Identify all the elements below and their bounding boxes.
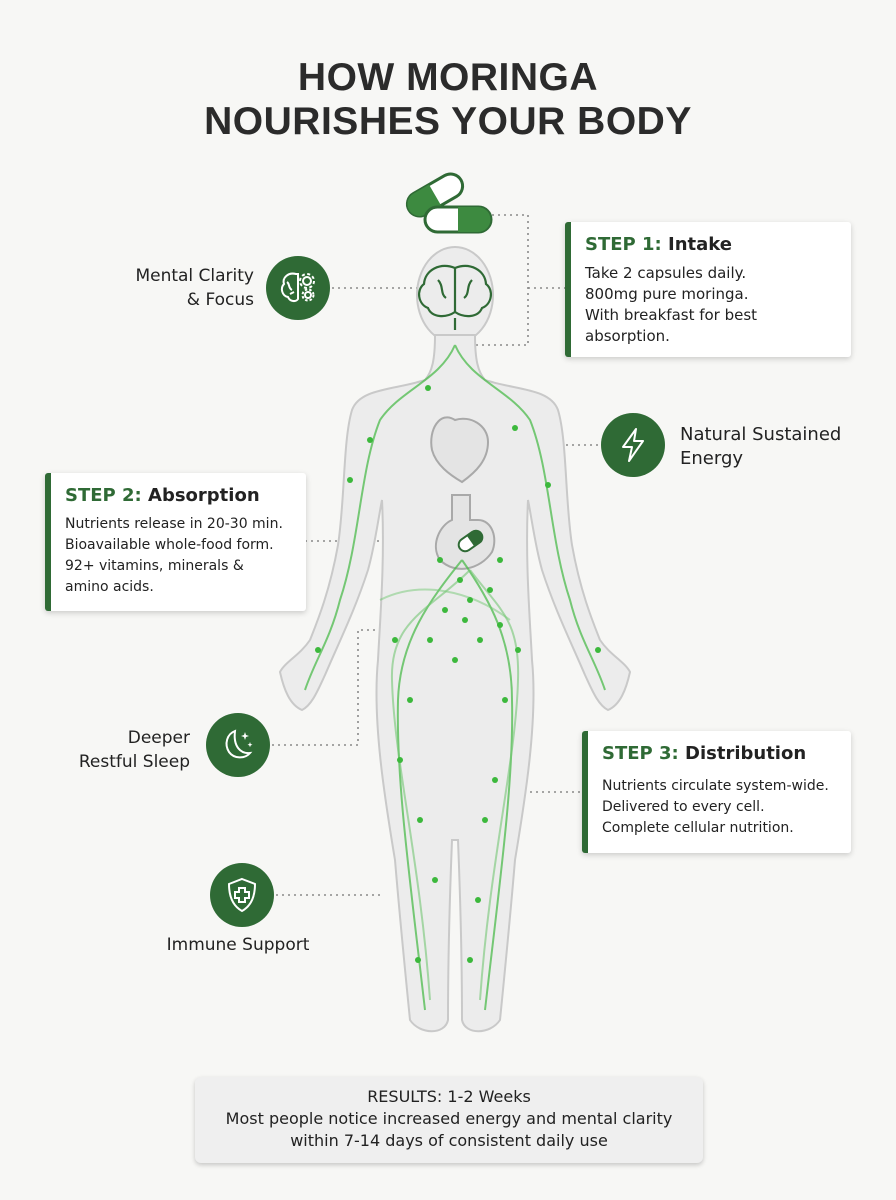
lightning-icon (601, 413, 665, 477)
nutrient-dot (497, 557, 503, 563)
nutrient-dot (392, 637, 398, 643)
nutrient-dot (512, 425, 518, 431)
step1-name: Intake (668, 234, 732, 255)
benefit-sleep-label: Deeper Restful Sleep (79, 726, 190, 774)
nutrient-dot (595, 647, 601, 653)
benefit-line: Deeper (127, 728, 190, 748)
moon-stars-icon (206, 713, 270, 777)
title-line-2: NOURISHES YOUR BODY (204, 100, 692, 143)
nutrient-dot (367, 437, 373, 443)
nutrient-dot (545, 482, 551, 488)
step2-heading: STEP 2: Absorption (65, 485, 292, 506)
connector-lines (272, 214, 600, 896)
page-title: HOW MORINGA NOURISHES YOUR BODY (0, 56, 896, 144)
nutrient-dot (457, 577, 463, 583)
nutrient-dot (467, 597, 473, 603)
nutrient-dot (427, 637, 433, 643)
nutrient-dot (475, 897, 481, 903)
step1-line: With breakfast for best (585, 306, 758, 324)
benefit-line: Mental Clarity (135, 266, 254, 286)
step3-line: Nutrients circulate system-wide. (602, 778, 829, 794)
results-line-1: Most people notice increased energy and … (225, 1109, 673, 1128)
nutrient-dot (487, 587, 493, 593)
step2-text: Nutrients release in 20-30 min. Bioavail… (65, 514, 292, 598)
connector-capsule (460, 214, 529, 346)
step1-card: STEP 1: Intake Take 2 capsules daily. 80… (565, 222, 851, 357)
step1-number: STEP 1: (585, 234, 662, 255)
brain-gear-icon (266, 256, 330, 320)
step2-line: 92+ vitamins, minerals & (65, 558, 244, 574)
results-heading: RESULTS: 1-2 Weeks (367, 1087, 531, 1106)
nutrient-dot (415, 957, 421, 963)
results-banner: RESULTS: 1-2 Weeks Most people notice in… (195, 1077, 703, 1163)
organs (430, 416, 496, 570)
nutrient-dot (417, 817, 423, 823)
step1-heading: STEP 1: Intake (585, 234, 837, 255)
nutrient-dot (315, 647, 321, 653)
shield-cross-icon (210, 863, 274, 927)
nutrient-particles (315, 385, 601, 963)
step1-line: absorption. (585, 327, 670, 345)
title-line-1: HOW MORINGA (297, 56, 599, 99)
nutrient-dot (347, 477, 353, 483)
step3-line: Complete cellular nutrition. (602, 820, 794, 836)
nutrient-dot (437, 557, 443, 563)
step3-number: STEP 3: (602, 743, 679, 764)
step2-card: STEP 2: Absorption Nutrients release in … (45, 473, 306, 611)
step2-name: Absorption (148, 485, 260, 506)
benefit-line: Energy (680, 448, 744, 469)
step2-line: Nutrients release in 20-30 min. (65, 516, 283, 532)
nutrient-dot (425, 385, 431, 391)
capsule-icon (405, 172, 493, 234)
benefit-line: Natural Sustained (680, 424, 842, 445)
benefit-immune-label: Immune Support (138, 933, 338, 957)
step2-line: amino acids. (65, 579, 154, 595)
step2-number: STEP 2: (65, 485, 142, 506)
step3-line: Delivered to every cell. (602, 799, 765, 815)
nutrient-dot (482, 817, 488, 823)
stomach (434, 494, 496, 570)
benefit-energy-label: Natural Sustained Energy (680, 423, 841, 471)
step1-line: 800mg pure moringa. (585, 285, 749, 303)
step1-text: Take 2 capsules daily. 800mg pure moring… (585, 263, 837, 347)
step2-line: Bioavailable whole-food form. (65, 537, 274, 553)
results-line-2: within 7-14 days of consistent daily use (290, 1131, 608, 1150)
step3-card: STEP 3: Distribution Nutrients circulate… (582, 731, 851, 853)
nutrient-dot (467, 957, 473, 963)
benefit-line: Immune Support (166, 935, 310, 955)
nutrient-dot (407, 697, 413, 703)
brain-outline (418, 264, 492, 330)
human-body-silhouette (278, 246, 632, 1033)
nutrient-dot (497, 622, 503, 628)
step3-text: Nutrients circulate system-wide. Deliver… (602, 776, 837, 839)
step3-name: Distribution (685, 743, 807, 764)
nutrient-dot (432, 877, 438, 883)
nutrient-dot (502, 697, 508, 703)
benefit-mental-clarity-label: Mental Clarity & Focus (135, 264, 254, 312)
nutrient-vessels (304, 344, 606, 1011)
nutrient-dot (477, 637, 483, 643)
nutrient-dot (452, 657, 458, 663)
nutrient-dot (515, 647, 521, 653)
nutrient-dot (462, 617, 468, 623)
stomach-capsule-icon (457, 529, 484, 553)
step3-heading: STEP 3: Distribution (602, 743, 837, 764)
step1-line: Take 2 capsules daily. (585, 264, 747, 282)
benefit-line: & Focus (186, 290, 254, 310)
heart (430, 416, 490, 484)
connector-sleep (272, 629, 382, 746)
nutrient-dot (492, 777, 498, 783)
benefit-line: Restful Sleep (78, 752, 190, 772)
nutrient-dot (442, 607, 448, 613)
nutrient-dot (397, 757, 403, 763)
